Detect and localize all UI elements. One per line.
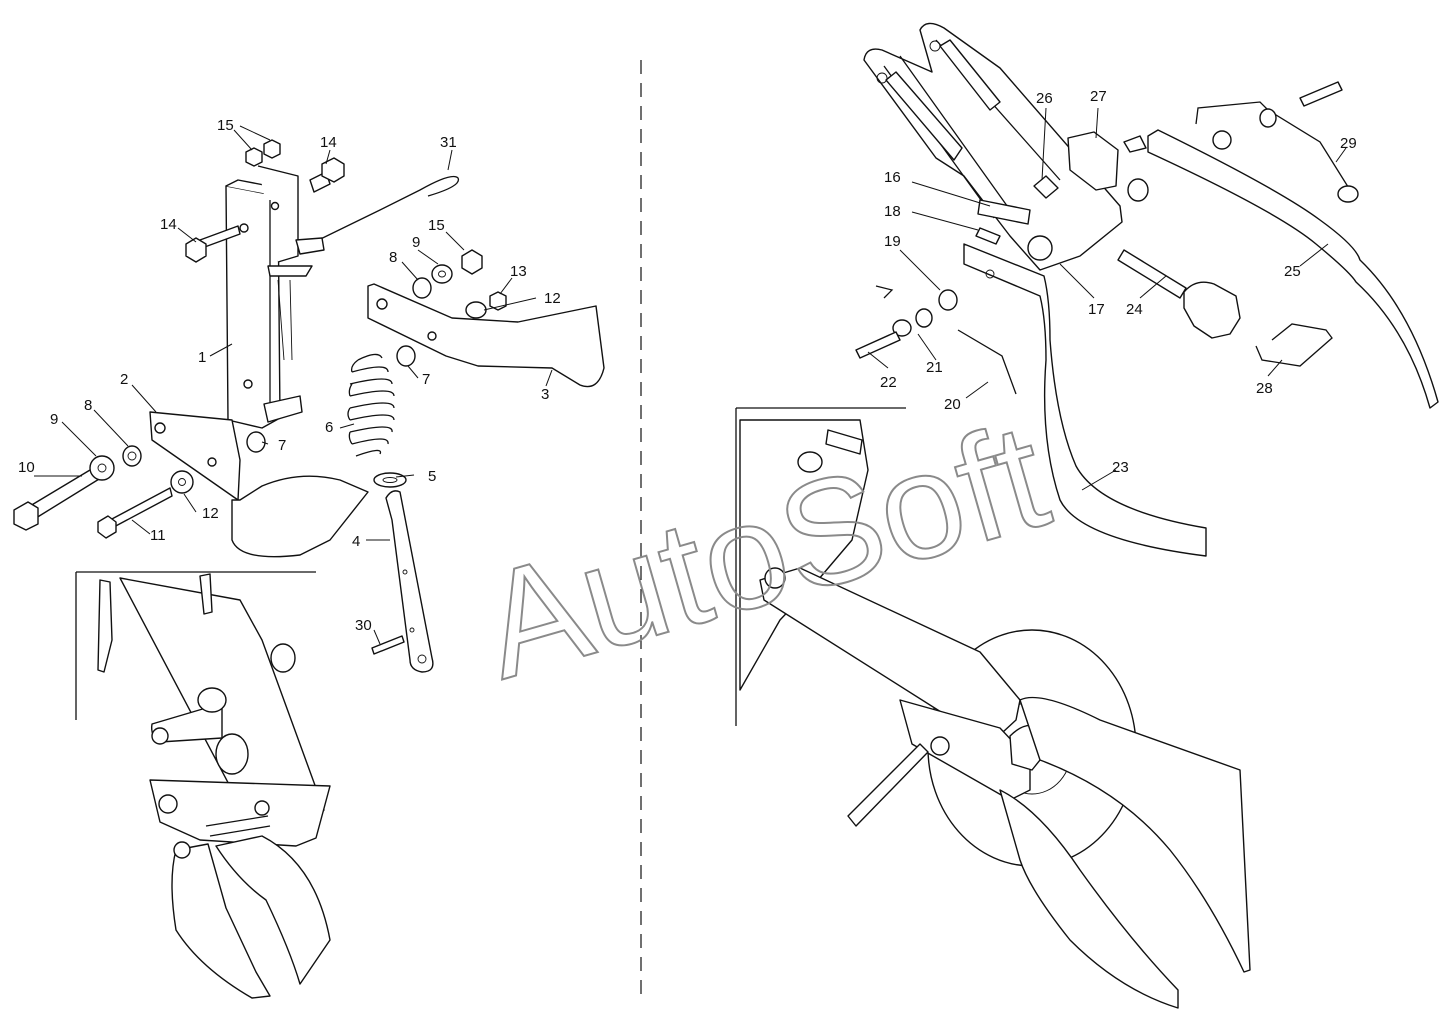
part-10-bolt	[13, 463, 105, 531]
part-9-washer-left	[89, 455, 115, 481]
callout-6: 6	[325, 419, 333, 436]
part-11-bolt	[97, 487, 173, 539]
part-9-washer-upper	[431, 264, 453, 284]
part-14-bolt-top	[309, 157, 345, 193]
callout-7-lower: 7	[278, 437, 286, 454]
part-23-tine	[963, 243, 1207, 557]
callout-24: 24	[1126, 301, 1143, 318]
part-29-spring-pin	[1195, 101, 1351, 191]
part-7-spacer-lower	[246, 431, 266, 453]
callout-25: 25	[1284, 263, 1301, 280]
part-20-spring	[875, 285, 1017, 395]
callout-22: 22	[880, 374, 897, 391]
callout-28: 28	[1256, 380, 1273, 397]
callout-29: 29	[1340, 135, 1357, 152]
part-30-pin	[371, 635, 405, 655]
part-22-bolt	[855, 331, 901, 359]
left-assembly	[13, 139, 605, 673]
part-6-spring	[347, 353, 395, 457]
part-31-cable	[295, 175, 460, 255]
callout-4: 4	[352, 533, 360, 550]
callout-15-upper: 15	[428, 217, 445, 234]
callout-23: 23	[1112, 459, 1129, 476]
part-3-lever	[367, 283, 605, 388]
callout-9-lower: 9	[50, 411, 58, 428]
right-inset-view	[735, 407, 1251, 1009]
part-28-clip	[1255, 323, 1333, 367]
callout-16: 16	[884, 169, 901, 186]
part-8-spacer-upper	[412, 277, 432, 299]
part-12-washer-left	[170, 470, 194, 494]
callout-11: 11	[150, 527, 166, 544]
callout-13: 13	[510, 263, 527, 280]
part-15-nut-upper	[461, 249, 483, 275]
right-assembly	[855, 22, 1439, 557]
callout-1: 1	[198, 349, 206, 366]
callout-20: 20	[944, 396, 961, 413]
callout-18: 18	[884, 203, 901, 220]
part-14-bolt-left	[185, 225, 241, 263]
part-13-nut	[489, 291, 507, 311]
part-1-main-plate	[225, 165, 313, 429]
part-5-washer	[373, 472, 407, 488]
callout-5: 5	[428, 468, 436, 485]
part-12-washer-upper	[465, 301, 487, 319]
part-17-bushing	[1027, 235, 1053, 261]
callout-31: 31	[440, 134, 457, 151]
callout-17: 17	[1088, 301, 1105, 318]
part-4-rod	[385, 490, 434, 673]
callout-3: 3	[541, 386, 549, 403]
callout-7-upper: 7	[422, 371, 430, 388]
callout-14-left: 14	[160, 216, 177, 233]
callout-14-top: 14	[320, 134, 337, 151]
callout-12-lower: 12	[202, 505, 219, 522]
callout-12-upper: 12	[544, 290, 561, 307]
part-21-washer	[892, 319, 912, 337]
callouts: 1 2 3 4 5 6 7 7 8 8 9 9 10 11 12 12 13 1…	[18, 88, 1357, 645]
callout-15-top: 15	[217, 117, 234, 134]
callout-10: 10	[18, 459, 35, 476]
callout-26: 26	[1036, 90, 1053, 107]
part-19-spacer	[938, 289, 958, 311]
part-15-nuts-top	[245, 139, 281, 167]
left-inset-view	[75, 571, 331, 999]
callout-9-upper: 9	[412, 234, 420, 251]
callout-2: 2	[120, 371, 128, 388]
callout-8-upper: 8	[389, 249, 397, 266]
callout-8-lower: 8	[84, 397, 92, 414]
part-24-knob-bolt	[1117, 249, 1241, 339]
part-16-plate	[977, 199, 1031, 225]
part-7-spacer-upper	[396, 345, 416, 367]
callout-19: 19	[884, 233, 901, 250]
callout-21: 21	[926, 359, 943, 376]
callout-27: 27	[1090, 88, 1107, 105]
part-18-bolt	[975, 227, 1001, 245]
part-8-spacer-left	[122, 445, 142, 467]
part-2-lower-bracket	[149, 411, 369, 558]
callout-30: 30	[355, 617, 372, 634]
part-27-bracket	[1067, 131, 1119, 191]
part-25-tine	[1147, 129, 1439, 409]
